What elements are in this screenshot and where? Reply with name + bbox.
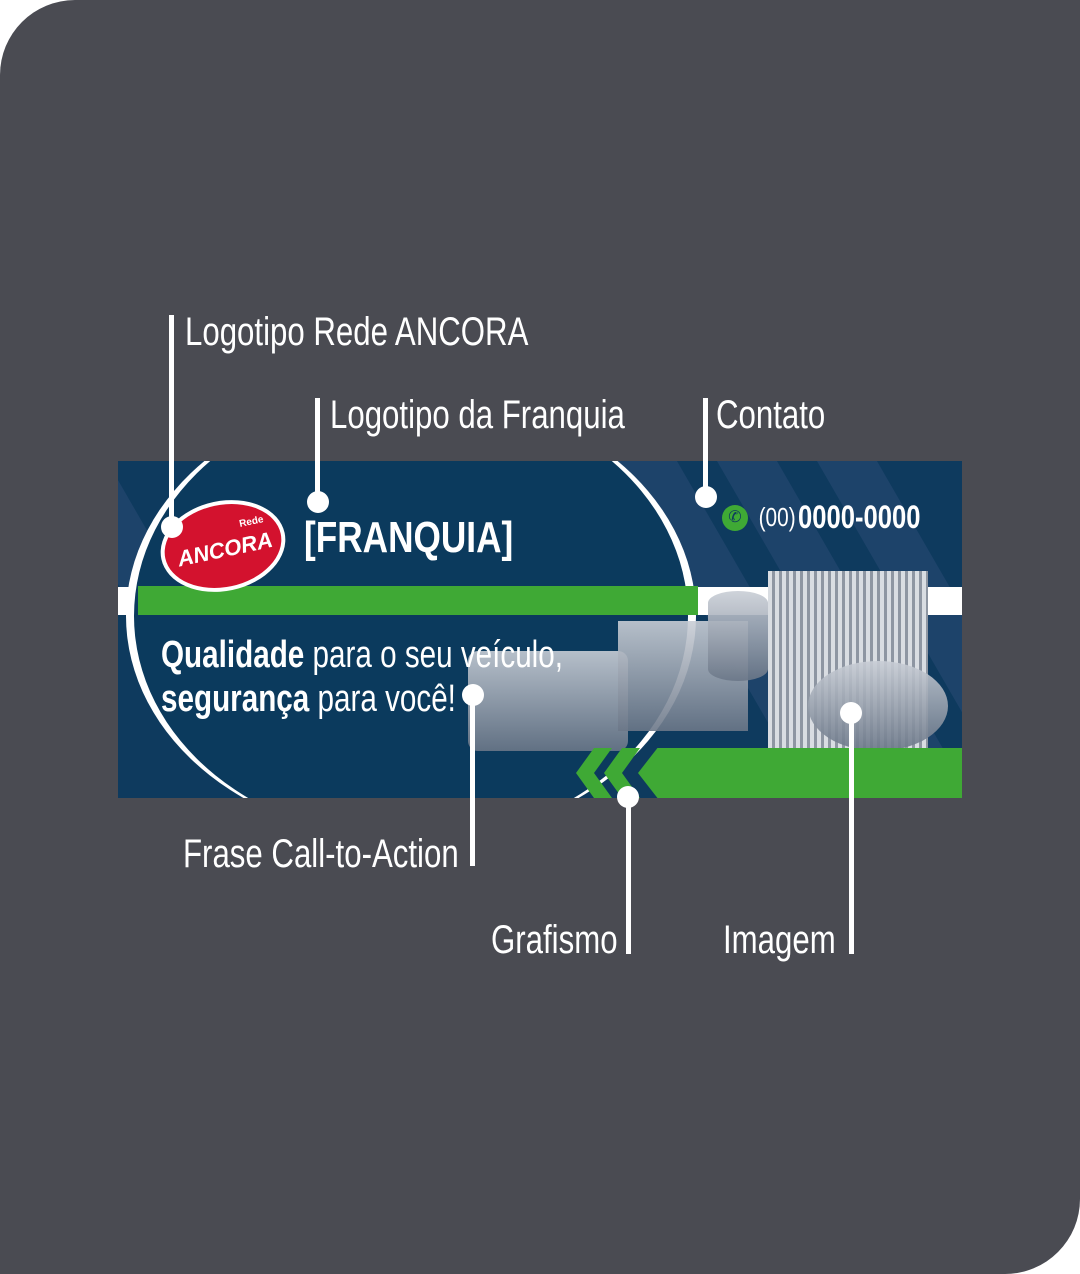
bottom-green-band bbox=[638, 748, 962, 798]
label-cta: Frase Call-to-Action bbox=[183, 832, 459, 876]
cta-bold: segurança bbox=[161, 678, 310, 720]
cta-text: para o seu veículo, bbox=[304, 634, 563, 676]
callout-dot bbox=[307, 491, 329, 513]
callout-dot bbox=[617, 786, 639, 808]
cta-bold: Qualidade bbox=[161, 634, 305, 676]
callout-dot bbox=[695, 486, 717, 508]
green-band bbox=[138, 586, 698, 615]
phone-number: 0000-0000 bbox=[798, 499, 921, 535]
label-grafismo: Grafismo bbox=[491, 918, 618, 962]
callout-dot bbox=[161, 516, 183, 538]
label-logo-franquia: Logotipo da Franquia bbox=[330, 393, 625, 437]
label-contato: Contato bbox=[716, 393, 826, 437]
banner: Rede ANCORA [FRANQUIA] ✆ (00) 0000-0000 … bbox=[118, 461, 962, 798]
label-logo-rede: Logotipo Rede ANCORA bbox=[185, 310, 529, 354]
auto-parts-image bbox=[468, 551, 962, 751]
callout-line bbox=[703, 398, 708, 496]
callout-line bbox=[626, 797, 631, 954]
callout-line bbox=[315, 398, 320, 502]
logo-main-text: ANCORA bbox=[175, 526, 275, 572]
callout-line bbox=[849, 713, 854, 954]
cta-phrase: Qualidade para o seu veículo, segurança … bbox=[161, 633, 563, 721]
phone-icon: ✆ bbox=[722, 504, 748, 531]
callout-line bbox=[169, 315, 174, 527]
callout-line bbox=[470, 695, 475, 866]
callout-dot bbox=[462, 684, 484, 706]
franchise-name: [FRANQUIA] bbox=[304, 513, 514, 562]
label-imagem: Imagem bbox=[723, 918, 836, 962]
cta-text: para você! bbox=[309, 678, 456, 720]
callout-dot bbox=[840, 702, 862, 724]
phone-area: (00) bbox=[758, 502, 796, 532]
contact: ✆ (00) 0000-0000 bbox=[722, 499, 951, 536]
